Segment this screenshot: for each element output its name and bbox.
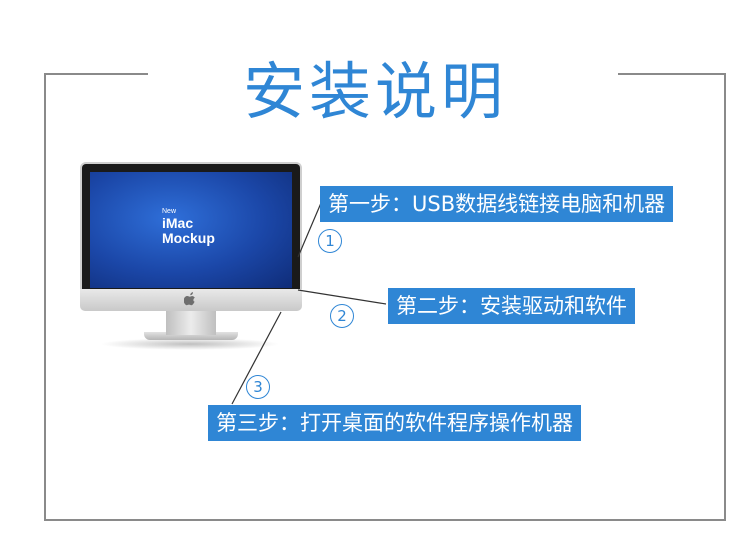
connector-step-1 [297,202,322,258]
step-3-label: 第三步：打开桌面的软件程序操作机器 [208,405,581,441]
step-2-label: 第二步：安装驱动和软件 [388,288,635,324]
step-1-label: 第一步：USB数据线链接电脑和机器 [320,186,674,222]
page-title: 安装说明 [242,55,507,128]
screen-text-imac: iMac [162,215,194,231]
imac-screen: New iMac Mockup [90,172,292,288]
frame-bottom-line [44,519,726,521]
screen-text: New iMac Mockup [162,208,215,246]
screen-text-new: New [162,208,177,215]
imac-foot [144,332,238,340]
frame-top-left-line [44,73,148,75]
apple-icon-svg [183,292,195,306]
frame-top-right-line [618,73,726,75]
imac-bezel: New iMac Mockup [80,162,302,289]
connector-step-3 [231,311,282,405]
imac-shadow [100,338,280,350]
frame-right-line [724,73,726,521]
apple-icon [183,292,196,306]
imac-illustration: New iMac Mockup [80,162,302,352]
step-1-number: 1 [318,229,342,253]
step-2-number: 2 [330,304,354,328]
imac-stand [166,311,216,335]
frame-left-line [44,73,46,521]
connector-step-2 [297,289,387,305]
step-3-number: 3 [246,375,270,399]
screen-text-mockup: Mockup [162,230,215,246]
